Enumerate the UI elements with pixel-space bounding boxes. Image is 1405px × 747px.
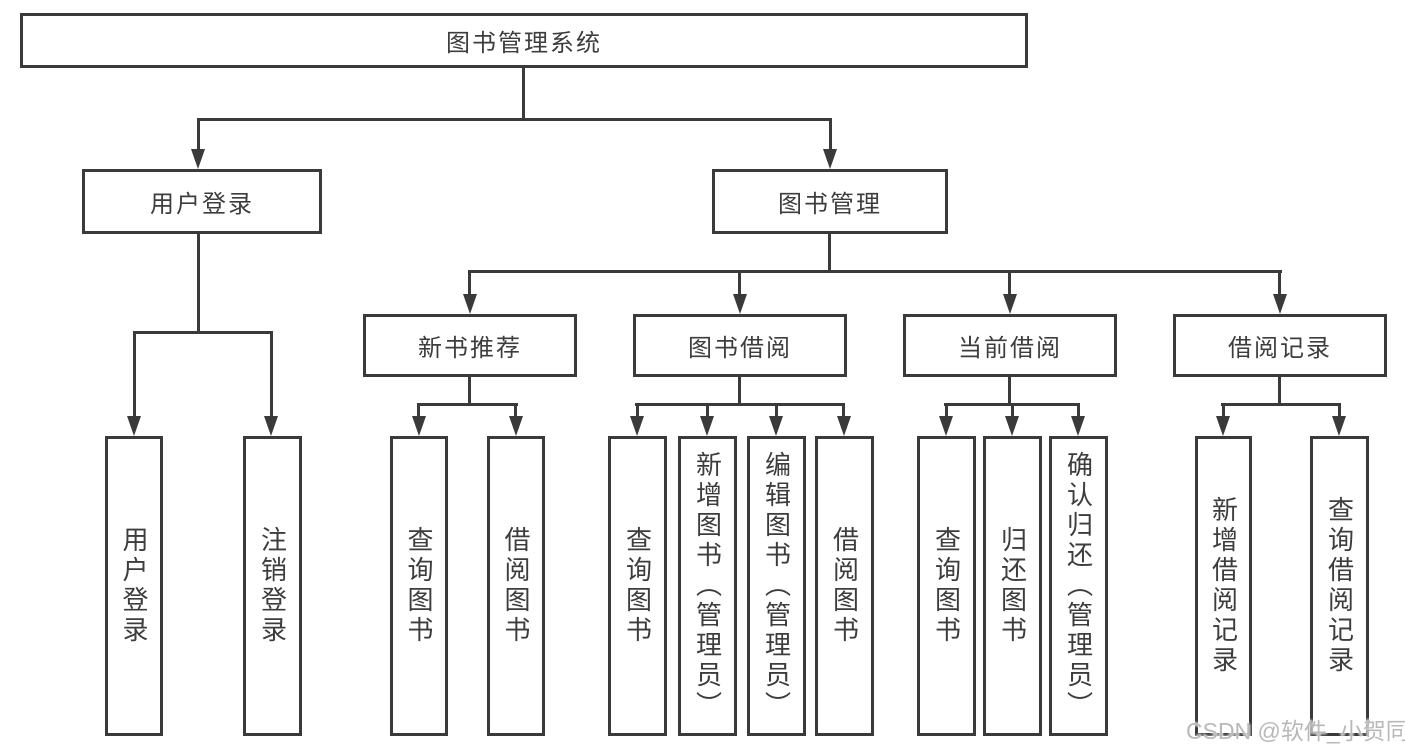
arrow-down-icon [733, 294, 747, 314]
arrow-down-icon [630, 416, 644, 436]
connector-line [1338, 403, 1341, 418]
arrow-down-icon [127, 416, 141, 436]
connector-line [197, 118, 200, 151]
arrow-down-icon [1005, 416, 1019, 436]
leaf-label: 查询图书 [931, 526, 962, 646]
leaf-logout-label: 注销登录 [257, 526, 288, 646]
leaf-query-books-recommend: 查询图书 [390, 436, 448, 736]
connector-line [706, 403, 709, 418]
connector-line [417, 403, 420, 418]
connector-line [417, 403, 518, 406]
connector-line [197, 233, 200, 333]
leaf-label: 查询图书 [404, 526, 434, 646]
connector-line [1278, 270, 1281, 296]
leaf-confirm-return-admin: 确认归还（管理员） [1049, 436, 1108, 736]
arrow-down-icon [264, 416, 278, 436]
leaf-label: 查询图书 [622, 526, 653, 646]
group-borrow-records-label: 借阅记录 [1228, 335, 1332, 362]
leaf-label: 归还图书 [997, 526, 1028, 646]
connector-line [1221, 403, 1341, 406]
leaf-add-borrow-record: 新增借阅记录 [1195, 436, 1252, 736]
group-new-book-recommend-label: 新书推荐 [418, 335, 522, 362]
connector-line [468, 270, 471, 296]
leaf-user-login: 用户登录 [105, 436, 163, 736]
arrow-down-icon [1071, 416, 1085, 436]
group-current-borrow: 当前借阅 [903, 314, 1117, 377]
csdn-watermark: CSDN @软件_小贺同学 [1186, 718, 1405, 744]
connector-line [522, 67, 525, 120]
leaf-query-books-current: 查询图书 [917, 436, 976, 736]
connector-line [1011, 403, 1014, 418]
leaf-label: 借阅图书 [501, 526, 531, 646]
leaf-label: 新增图书（管理员） [692, 451, 723, 721]
group-borrow-records: 借阅记录 [1173, 314, 1387, 377]
group-current-borrow-label: 当前借阅 [958, 335, 1062, 362]
leaf-label: 借阅图书 [829, 526, 860, 646]
connector-line [1008, 376, 1011, 406]
branch-user-login: 用户登录 [82, 169, 322, 234]
arrow-down-icon [837, 416, 851, 436]
connector-line [945, 403, 948, 418]
connector-line [738, 376, 741, 406]
leaf-borrow-books: 借阅图书 [815, 436, 874, 736]
arrow-down-icon [509, 416, 523, 436]
connector-line [1222, 403, 1225, 418]
connector-line [636, 403, 639, 418]
leaf-edit-books-admin: 编辑图书（管理员） [747, 436, 806, 736]
connector-line [842, 403, 845, 418]
leaf-query-borrow-record: 查询借阅记录 [1310, 436, 1369, 736]
leaf-borrow-books-recommend: 借阅图书 [487, 436, 545, 736]
leaf-label: 确认归还（管理员） [1063, 451, 1094, 721]
leaf-add-books-admin: 新增图书（管理员） [678, 436, 737, 736]
arrow-down-icon [939, 416, 953, 436]
arrow-down-icon [412, 416, 426, 436]
arrow-down-icon [1273, 294, 1287, 314]
connector-line [829, 118, 832, 151]
branch-book-management: 图书管理 [712, 169, 948, 234]
connector-line [1008, 270, 1011, 296]
arrow-down-icon [1332, 416, 1346, 436]
leaf-user-login-label: 用户登录 [119, 526, 149, 646]
branch-user-login-label: 用户登录 [150, 191, 254, 218]
connector-line [1278, 376, 1281, 406]
leaf-return-books: 归还图书 [983, 436, 1042, 736]
connector-line [775, 403, 778, 418]
arrow-down-icon [1216, 416, 1230, 436]
leaf-label: 查询借阅记录 [1324, 496, 1355, 676]
leaf-query-books-borrow: 查询图书 [608, 436, 667, 736]
group-new-book-recommend: 新书推荐 [363, 314, 577, 377]
arrow-down-icon [769, 416, 783, 436]
node-root-label: 图书管理系统 [446, 30, 602, 57]
connector-line [468, 270, 1282, 273]
connector-line [133, 331, 136, 417]
arrow-down-icon [823, 149, 837, 169]
connector-line [1077, 403, 1080, 418]
branch-book-management-label: 图书管理 [778, 191, 882, 218]
connector-line [738, 270, 741, 296]
leaf-logout: 注销登录 [243, 436, 302, 736]
leaf-label: 新增借阅记录 [1208, 496, 1239, 676]
connector-line [270, 331, 273, 417]
node-root: 图书管理系统 [20, 13, 1028, 68]
arrow-down-icon [191, 149, 205, 169]
leaf-label: 编辑图书（管理员） [761, 451, 792, 721]
connector-line [133, 331, 273, 334]
group-book-borrow-label: 图书借阅 [688, 335, 792, 362]
connector-line [828, 233, 831, 273]
arrow-down-icon [1003, 294, 1017, 314]
connector-line [468, 376, 471, 406]
arrow-down-icon [463, 294, 477, 314]
connector-line [514, 403, 517, 418]
connector-line [635, 403, 845, 406]
group-book-borrow: 图书借阅 [633, 314, 847, 377]
arrow-down-icon [700, 416, 714, 436]
connector-line [197, 118, 832, 121]
